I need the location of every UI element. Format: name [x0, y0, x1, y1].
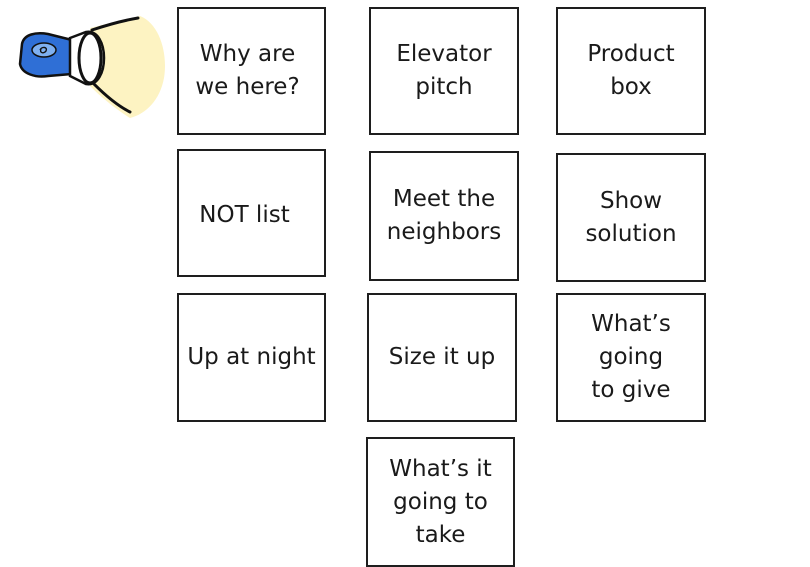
- card-label: Show solution: [585, 187, 677, 247]
- card-product-box: Product box: [556, 7, 706, 135]
- body-highlight: [31, 42, 57, 58]
- flashlight-lens: [77, 31, 103, 85]
- card-label: Meet the neighbors: [386, 186, 502, 245]
- card-show-solution: Show solution: [556, 153, 706, 282]
- card-label: Size it up: [388, 344, 496, 370]
- card-up-at-night: Up at night: [177, 293, 326, 422]
- card-label: Why are we here?: [195, 41, 300, 100]
- card-whats-it-going-to-take: What’s it going to take: [366, 437, 515, 567]
- card-meet-the-neighbors: Meet the neighbors: [369, 151, 519, 281]
- card-not-list: NOT list: [177, 149, 326, 277]
- beam-ray-bottom: [92, 82, 132, 114]
- card-elevator-pitch: Elevator pitch: [369, 7, 519, 135]
- card-label: Up at night: [187, 344, 316, 370]
- card-whats-going-to-give: What’s going to give: [556, 293, 706, 422]
- card-label: Elevator pitch: [396, 41, 492, 100]
- card-label: What’s going to give: [591, 311, 671, 403]
- light-beam-shape: [90, 16, 165, 118]
- card-label: What’s it going to take: [389, 455, 492, 548]
- card-label: Product box: [587, 41, 675, 100]
- switch-mark: [39, 46, 48, 54]
- flashlight-icon: [18, 16, 165, 118]
- beam-ray-top: [90, 16, 140, 32]
- card-why-are-we-here: Why are we here?: [177, 7, 326, 135]
- card-size-it-up: Size it up: [367, 293, 517, 422]
- card-label: NOT list: [199, 201, 290, 228]
